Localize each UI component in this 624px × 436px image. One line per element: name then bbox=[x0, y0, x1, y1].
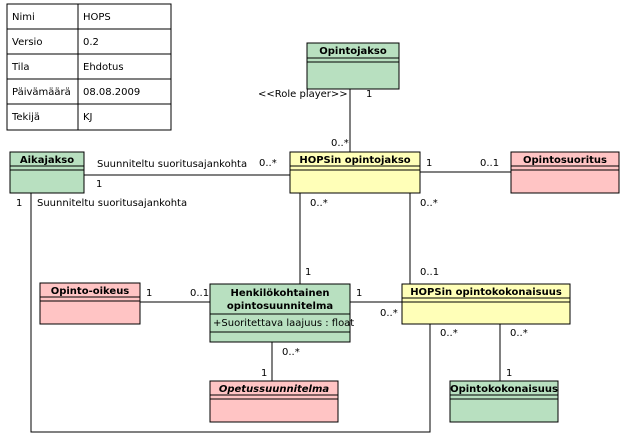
metadata-table: Nimi HOPS Versio 0.2 Tila Ehdotus Päiväm… bbox=[6, 3, 172, 131]
mult-oikeus-hos-right: 0..1 bbox=[190, 288, 209, 299]
meta-value-tila: Ehdotus bbox=[83, 62, 124, 73]
role-player-label: <<Role player>> bbox=[258, 89, 348, 100]
meta-label-tila: Tila bbox=[11, 62, 30, 73]
mult-hos-kok-left: 1 bbox=[356, 288, 362, 299]
class-title-aikajakso: Aikajakso bbox=[20, 155, 74, 166]
mult-kok-self: 0..* bbox=[440, 328, 458, 339]
meta-value-tekija: KJ bbox=[83, 112, 93, 123]
mult-opintojakso-top: 1 bbox=[366, 89, 372, 100]
class-title-line1-hos: Henkilökohtainen bbox=[231, 288, 330, 299]
mult-hos-ops-top: 0..* bbox=[282, 347, 300, 358]
class-title-opintokokonaisuus: Opintokokonaisuus bbox=[450, 384, 558, 395]
mult-aika-hops-left: 1 bbox=[96, 179, 102, 190]
mult-hos-ops-bottom: 1 bbox=[261, 368, 267, 379]
mult-kok-opintokok-top: 0..* bbox=[510, 328, 528, 339]
mult-hops-suoritus-left: 1 bbox=[426, 158, 432, 169]
mult-hops-kok-top: 0..* bbox=[420, 198, 438, 209]
meta-value-versio: 0.2 bbox=[83, 37, 99, 48]
class-hops-opintokokonaisuus[interactable]: HOPSin opintokokonaisuus bbox=[401, 283, 571, 325]
meta-value-nimi: HOPS bbox=[83, 12, 111, 23]
meta-label-nimi: Nimi bbox=[12, 12, 35, 23]
class-opintosuoritus[interactable]: Opintosuoritus bbox=[510, 151, 620, 194]
class-opintojakso[interactable]: Opintojakso bbox=[306, 42, 400, 90]
class-title-opintosuoritus: Opintosuoritus bbox=[523, 155, 607, 166]
aika-kokonaisuus-label: Suunniteltu suoritusajankohta bbox=[37, 198, 187, 209]
class-title-opinto-oikeus: Opinto-oikeus bbox=[51, 286, 130, 297]
mult-aika-hops-right: 0..* bbox=[259, 158, 277, 169]
mult-hops-hos-top: 0..* bbox=[310, 198, 328, 209]
mult-hops-kok-bottom: 0..1 bbox=[420, 267, 439, 278]
class-opinto-oikeus[interactable]: Opinto-oikeus bbox=[39, 282, 141, 325]
class-title-opintojakso: Opintojakso bbox=[319, 46, 387, 57]
mult-kok-opintokok-bottom: 1 bbox=[506, 368, 512, 379]
meta-label-versio: Versio bbox=[12, 37, 42, 48]
mult-hops-hos-bottom: 1 bbox=[305, 267, 311, 278]
class-title-hops-opintokokonaisuus: HOPSin opintokokonaisuus bbox=[410, 287, 562, 298]
class-opetussuunnitelma[interactable]: Opetussuunnitelma bbox=[209, 380, 339, 423]
edge-aikajakso-kokonaisuus bbox=[30, 193, 431, 433]
mult-oikeus-hos-left: 1 bbox=[146, 288, 152, 299]
class-hops-opintojakso[interactable]: HOPSin opintojakso bbox=[289, 151, 421, 194]
meta-value-paivamaara: 08.08.2009 bbox=[83, 87, 140, 98]
mult-opintojakso-bottom: 0..* bbox=[331, 138, 349, 149]
class-title-hops-opintojakso: HOPSin opintojakso bbox=[299, 155, 410, 166]
class-opintokokonaisuus[interactable]: Opintokokonaisuus bbox=[449, 380, 559, 423]
association-lines bbox=[30, 89, 511, 433]
attribute-suoritettava-laajuus: +Suoritettava laajuus : float bbox=[213, 318, 354, 329]
mult-hops-suoritus-right: 0..1 bbox=[480, 158, 499, 169]
meta-label-paivamaara: Päivämäärä bbox=[12, 87, 71, 98]
mult-aika-kokonaisuus-top: 1 bbox=[16, 198, 22, 209]
meta-label-tekija: Tekijä bbox=[11, 112, 40, 123]
class-aikajakso[interactable]: Aikajakso bbox=[9, 151, 85, 194]
class-title-opetussuunnitelma: Opetussuunnitelma bbox=[219, 384, 330, 395]
association-labels: <<Role player>> 1 0..* Suunniteltu suori… bbox=[16, 89, 528, 379]
class-henkilokohtainen-opintosuunnitelma[interactable]: Henkilökohtainen opintosuunnitelma +Suor… bbox=[209, 283, 354, 343]
aika-hops-label: Suunniteltu suoritusajankohta bbox=[97, 159, 247, 170]
class-title-line2-hos: opintosuunnitelma bbox=[227, 301, 333, 312]
mult-hos-kok-right: 0..* bbox=[380, 308, 398, 319]
